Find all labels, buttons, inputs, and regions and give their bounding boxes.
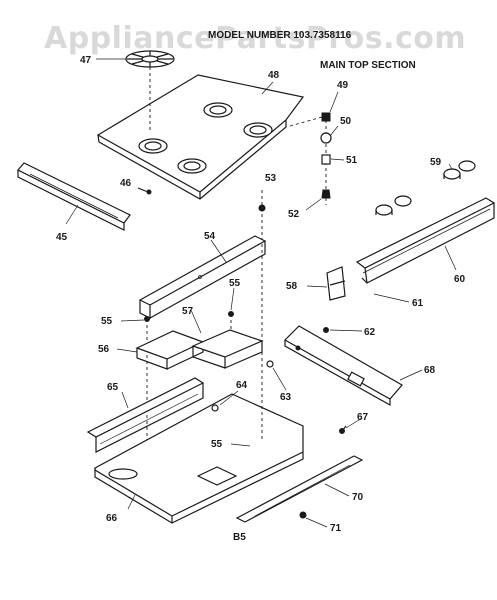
callout-labels: 47 48 49 50 51 52 53 46 45 59 60 61 58 5… <box>56 55 466 534</box>
callout-55-left: 55 <box>101 316 113 327</box>
callout-62: 62 <box>364 327 376 338</box>
callout-54: 54 <box>204 231 216 242</box>
part-70-bottom-trim <box>235 455 364 523</box>
part-66-bottom-pan <box>94 250 304 524</box>
model-number: MODEL NUMBER 103.7358116 <box>208 30 352 41</box>
callout-71: 71 <box>330 523 342 534</box>
callout-61: 61 <box>412 298 424 309</box>
part-46-screw <box>137 187 152 195</box>
part-49-52-hardware <box>289 112 332 205</box>
figure-code: B5 <box>233 532 246 543</box>
callout-57: 57 <box>182 306 194 317</box>
part-68-control-panel <box>284 325 403 407</box>
part-60-rail <box>355 197 496 284</box>
callout-60: 60 <box>454 274 466 285</box>
callout-48: 48 <box>268 70 280 81</box>
callout-63: 63 <box>280 392 292 403</box>
callout-56: 56 <box>98 344 110 355</box>
part-67-screw <box>339 425 347 434</box>
callout-53: 53 <box>265 173 277 184</box>
callout-67: 67 <box>357 412 369 423</box>
callout-50: 50 <box>340 116 352 127</box>
part-58-bracket <box>326 266 346 301</box>
part-65-side-bracket <box>86 377 205 453</box>
callout-51: 51 <box>346 155 358 166</box>
part-57-shield <box>191 329 264 369</box>
part-54-bracket <box>138 235 267 319</box>
leader-lines <box>65 58 457 528</box>
callout-64: 64 <box>236 380 248 391</box>
callout-66: 66 <box>106 513 118 524</box>
callout-55-top: 55 <box>229 278 241 289</box>
part-45-trim <box>17 162 131 231</box>
watermark: AppliancePartsPros.com <box>44 21 466 56</box>
callout-58: 58 <box>286 281 298 292</box>
callout-45: 45 <box>56 232 68 243</box>
callout-52: 52 <box>288 209 300 220</box>
part-47-burner-spider <box>125 50 175 68</box>
part-59-knobs <box>375 160 476 216</box>
section-title: MAIN TOP SECTION <box>320 60 416 71</box>
callout-65: 65 <box>107 382 119 393</box>
callout-46: 46 <box>120 178 132 189</box>
part-71-fastener <box>299 511 307 519</box>
callout-59: 59 <box>430 157 442 168</box>
callout-47: 47 <box>80 55 92 66</box>
callout-70: 70 <box>352 492 364 503</box>
callout-68: 68 <box>424 365 436 376</box>
callout-49: 49 <box>337 80 349 91</box>
part-64-screw <box>211 404 219 412</box>
callout-55-bottom: 55 <box>211 439 223 450</box>
part-48-cooktop <box>96 67 305 200</box>
part-62-63-fasteners <box>266 327 329 368</box>
